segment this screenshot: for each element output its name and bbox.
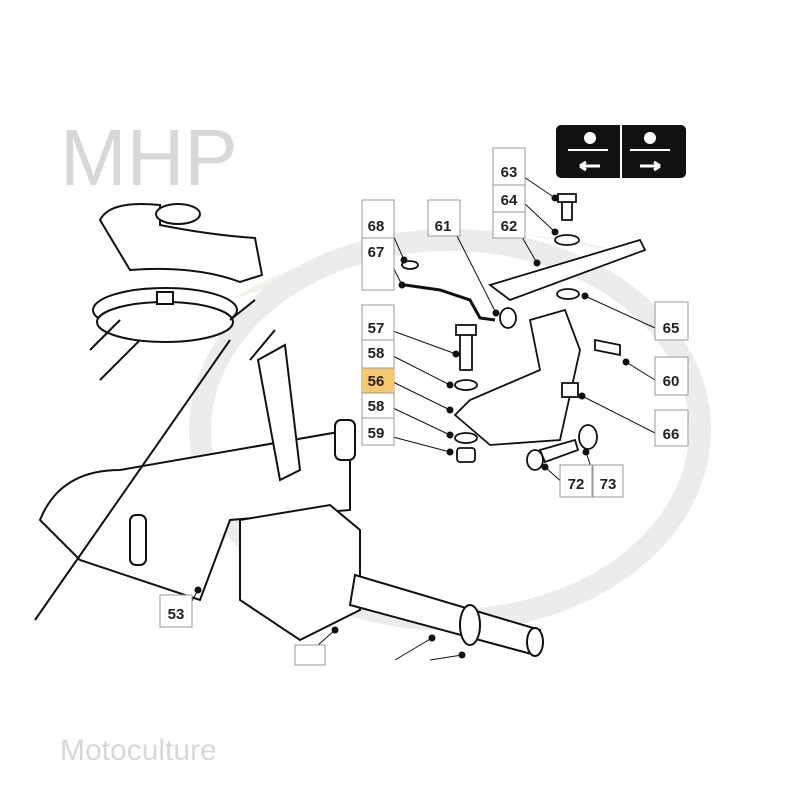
callout-61[interactable]: 61	[435, 218, 452, 235]
callout-56[interactable]: 56	[368, 373, 385, 390]
callout-boxes	[159, 147, 689, 666]
callout-66[interactable]: 66	[663, 426, 680, 443]
watermark-text: Motoculture	[60, 734, 217, 767]
callout-64[interactable]: 64	[501, 192, 518, 209]
leader-lines	[185, 176, 656, 661]
bracket-hardware	[401, 193, 647, 471]
callout-65[interactable]: 65	[663, 320, 680, 337]
callout-63[interactable]: 63	[501, 164, 518, 181]
callout-53[interactable]: 53	[168, 606, 185, 623]
callout-62[interactable]: 62	[501, 218, 518, 235]
watermark-brand: MHP	[60, 113, 238, 202]
callout-73[interactable]: 73	[600, 476, 617, 493]
transmission	[34, 203, 544, 657]
highlight-56	[362, 368, 394, 393]
callout-60[interactable]: 60	[663, 373, 680, 390]
callout-67[interactable]: 67	[368, 244, 385, 261]
direction-pictogram	[556, 125, 686, 178]
callout-58-lower[interactable]: 58	[368, 398, 385, 415]
callout-57[interactable]: 57	[368, 320, 385, 337]
callout-58[interactable]: 58	[368, 345, 385, 362]
callout-68[interactable]: 68	[368, 218, 385, 235]
callout-59[interactable]: 59	[368, 425, 385, 442]
callout-72[interactable]: 72	[568, 476, 585, 493]
